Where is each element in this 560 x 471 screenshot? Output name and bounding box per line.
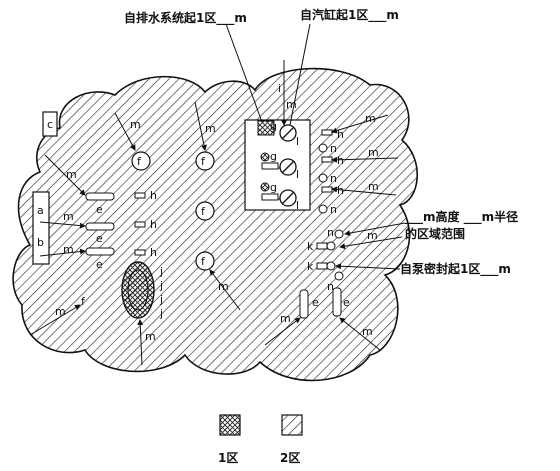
svg-text:h: h — [150, 246, 157, 259]
svg-text:k: k — [307, 260, 314, 273]
svg-text:m: m — [145, 330, 156, 343]
f-circle-3 — [195, 201, 215, 221]
legend-zone1-label: 1区 — [218, 451, 238, 465]
svg-text:e: e — [96, 203, 103, 216]
steam-turbine-3 — [279, 189, 297, 207]
svg-text:e: e — [343, 296, 350, 309]
svg-text:m: m — [362, 325, 373, 338]
steam-turbine-1 — [279, 124, 297, 142]
svg-text:h: h — [337, 154, 344, 167]
svg-text:f: f — [201, 205, 206, 218]
svg-text:n: n — [330, 203, 337, 216]
svg-text:j: j — [159, 293, 163, 306]
svg-text:m: m — [367, 229, 378, 242]
svg-text:n: n — [327, 280, 334, 293]
height-callout-2: 的区域范围 — [405, 226, 465, 241]
zone2-area — [12, 67, 418, 382]
svg-text:m: m — [63, 243, 74, 256]
steam-callout: 自汽缸起1区___m — [300, 7, 399, 23]
svg-text:h: h — [150, 189, 157, 202]
f-circle-4 — [195, 251, 215, 271]
equipment-box-ab — [32, 191, 50, 265]
height-callout-1: ___m高度 ___m半径 — [405, 209, 518, 225]
svg-text:n: n — [330, 172, 337, 185]
svg-text:b: b — [37, 236, 44, 249]
marker-letters: c a b f f f f f e e e e e h h h h h h g … — [37, 82, 379, 343]
svg-text:l: l — [296, 135, 299, 148]
legend-zone2-label: 2区 — [280, 451, 300, 465]
svg-text:m: m — [55, 305, 66, 318]
f-circle-2 — [195, 151, 215, 171]
svg-text:k: k — [307, 240, 314, 253]
svg-text:g: g — [270, 181, 277, 194]
svg-text:n: n — [330, 142, 337, 155]
svg-text:h: h — [150, 218, 157, 231]
svg-text:e: e — [96, 232, 103, 245]
svg-text:e: e — [96, 258, 103, 271]
svg-text:c: c — [47, 118, 53, 131]
dimension-arrows — [29, 23, 406, 366]
seal-callout: 自泵密封起1区___m — [400, 261, 511, 277]
svg-text:m: m — [63, 210, 74, 223]
svg-text:m: m — [368, 146, 379, 159]
svg-text:m: m — [286, 98, 297, 111]
svg-text:m: m — [368, 180, 379, 193]
svg-text:m: m — [66, 168, 77, 181]
svg-text:f: f — [81, 295, 86, 308]
svg-text:f: f — [137, 155, 142, 168]
svg-text:m: m — [205, 122, 216, 135]
legend-zone1-swatch — [219, 414, 241, 436]
svg-text:j: j — [159, 265, 163, 278]
svg-text:j: j — [159, 279, 163, 292]
svg-text:a: a — [37, 204, 44, 217]
svg-text:m: m — [218, 280, 229, 293]
svg-text:i: i — [278, 82, 281, 95]
svg-text:e: e — [312, 296, 319, 309]
svg-text:j: j — [159, 307, 163, 320]
svg-text:l: l — [296, 168, 299, 181]
svg-text:n: n — [327, 226, 334, 239]
equipment-box-c — [42, 111, 58, 137]
svg-text:h: h — [337, 128, 344, 141]
svg-text:g: g — [270, 150, 277, 163]
svg-text:h: h — [337, 184, 344, 197]
f-circle-1 — [131, 151, 151, 171]
legend-zone2-swatch — [281, 414, 303, 436]
drain-callout: 自排水系统起1区___m — [124, 10, 247, 26]
drain-pit — [257, 120, 275, 136]
zone1-oval — [121, 261, 155, 319]
svg-text:g: g — [270, 120, 277, 133]
svg-text:f: f — [201, 255, 206, 268]
steam-turbine-2 — [279, 158, 297, 176]
svg-text:f: f — [201, 155, 206, 168]
svg-text:l: l — [296, 199, 299, 212]
svg-text:m: m — [130, 118, 141, 131]
svg-text:m: m — [280, 312, 291, 325]
svg-text:m: m — [365, 112, 376, 125]
